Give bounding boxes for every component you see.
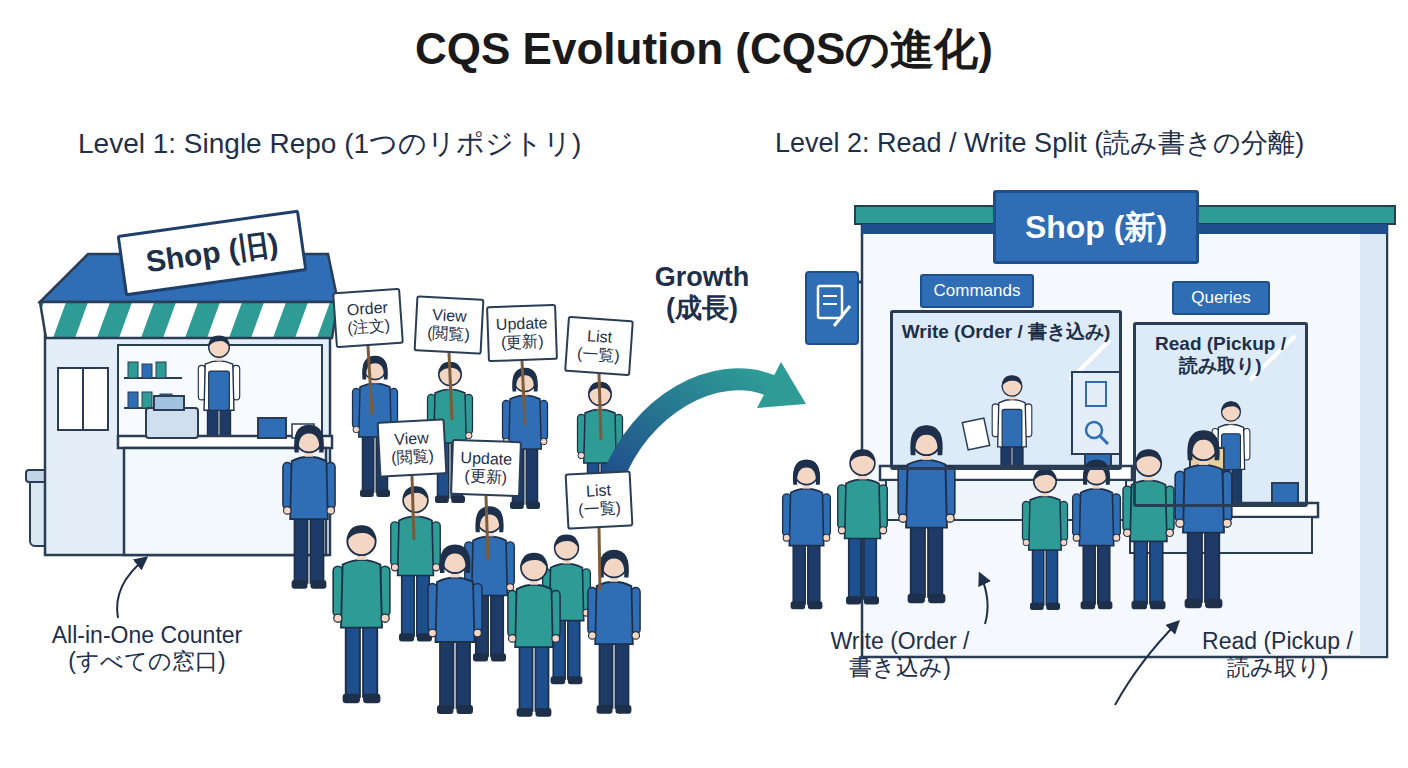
node-text: Update (更新) xyxy=(494,314,549,353)
customer-figure xyxy=(783,459,831,609)
node-text: Queries xyxy=(1191,288,1251,308)
node-text: Shop (旧) xyxy=(144,227,281,280)
shop-sign: Shop (旧) xyxy=(117,209,308,296)
customer-figure xyxy=(1123,449,1174,609)
placard-sign: View (閲覧) xyxy=(377,418,448,477)
magnifier-icon xyxy=(1086,422,1102,438)
customer-figure xyxy=(283,425,335,589)
placard-stick xyxy=(486,496,488,560)
section-tag: Commands xyxy=(920,274,1034,308)
customer-figure xyxy=(508,553,560,717)
node-text: List (一覧) xyxy=(573,326,625,366)
leader-arrow xyxy=(980,574,988,624)
shop-awning xyxy=(40,302,338,338)
shelf-goods xyxy=(142,364,152,378)
order-paper xyxy=(962,418,989,450)
service-window: Write (Order / 書き込み) xyxy=(890,310,1122,470)
customer-figure xyxy=(838,449,888,604)
shop-window xyxy=(58,368,108,430)
placard-stick xyxy=(449,353,452,420)
placard-stick xyxy=(412,476,414,540)
terminal xyxy=(1272,483,1298,503)
node-text: List (一覧) xyxy=(573,480,625,519)
customer-figure xyxy=(1175,430,1232,608)
node-text: Commands xyxy=(934,281,1021,301)
placard-sign: View (閲覧) xyxy=(414,295,485,354)
shelf-goods xyxy=(128,392,138,408)
customer-figure xyxy=(588,550,640,714)
section-heading: Level 2: Read / Write Split (読み書きの分離) xyxy=(775,128,1395,159)
placard-sign: List (一覧) xyxy=(564,316,634,376)
building-side xyxy=(1360,234,1386,656)
callout-label: All-in-One Counter (すべての窓口) xyxy=(22,622,272,675)
register-screen xyxy=(154,396,184,410)
callout-label: Write (Order / 書き込み) xyxy=(780,628,1020,681)
document-line xyxy=(823,303,837,305)
side-sign xyxy=(806,272,858,344)
section-heading: Level 1: Single Repo (1つのリポジトリ) xyxy=(78,128,678,160)
placard-sign: List (一覧) xyxy=(565,470,634,529)
diagram-title: CQS Evolution (CQSの進化) xyxy=(0,24,1408,75)
shelf-goods xyxy=(142,392,152,408)
callout-label: Read (Pickup / 読み取り) xyxy=(1155,628,1400,681)
node-text: View (閲覧) xyxy=(422,305,476,344)
document-icon xyxy=(818,286,842,318)
node-text: Read (Pickup / 読み取り) xyxy=(1142,333,1299,377)
leader-arrow xyxy=(1115,622,1178,705)
shelf-goods xyxy=(156,362,166,378)
customer-figure xyxy=(1073,459,1121,609)
document-icon xyxy=(1086,382,1106,406)
growth-arrow xyxy=(612,379,772,480)
growth-arrow-head xyxy=(757,362,806,408)
node-text: Shop (新) xyxy=(1025,209,1167,246)
tablet xyxy=(258,418,286,438)
section-tag: Queries xyxy=(1172,281,1270,315)
placard-stick xyxy=(599,528,600,590)
placard-stick xyxy=(368,346,372,415)
transition-label: Growth (成長) xyxy=(632,262,772,324)
shop-building xyxy=(862,222,1387,657)
placard-sign: Order (注文) xyxy=(332,288,404,349)
cash-register xyxy=(146,408,198,438)
shelf-goods xyxy=(128,362,138,378)
customer-figure xyxy=(898,425,955,603)
icon-panel xyxy=(1072,372,1120,454)
customer-figure xyxy=(1023,469,1068,610)
service-window: Read (Pickup / 読み取り) xyxy=(1133,322,1308,507)
customer-figure xyxy=(333,525,390,703)
customer-figure xyxy=(428,545,482,715)
node-text: View (閲覧) xyxy=(385,428,439,467)
placard-stick xyxy=(522,361,525,425)
magnifier-handle xyxy=(1100,436,1108,444)
node-text: Write (Order / 書き込み) xyxy=(902,321,1111,343)
pen-icon xyxy=(834,306,850,326)
placard-sign: Update (更新) xyxy=(450,439,522,497)
placard-sign: Update (更新) xyxy=(486,304,558,362)
leader-arrow xyxy=(117,558,146,618)
document-line xyxy=(823,295,837,297)
shop-sign: Shop (新) xyxy=(993,190,1199,264)
placard-stick xyxy=(599,374,601,440)
window-bar xyxy=(82,368,84,430)
node-text: Order (注文) xyxy=(341,298,395,338)
node-text: Update (更新) xyxy=(458,449,513,488)
